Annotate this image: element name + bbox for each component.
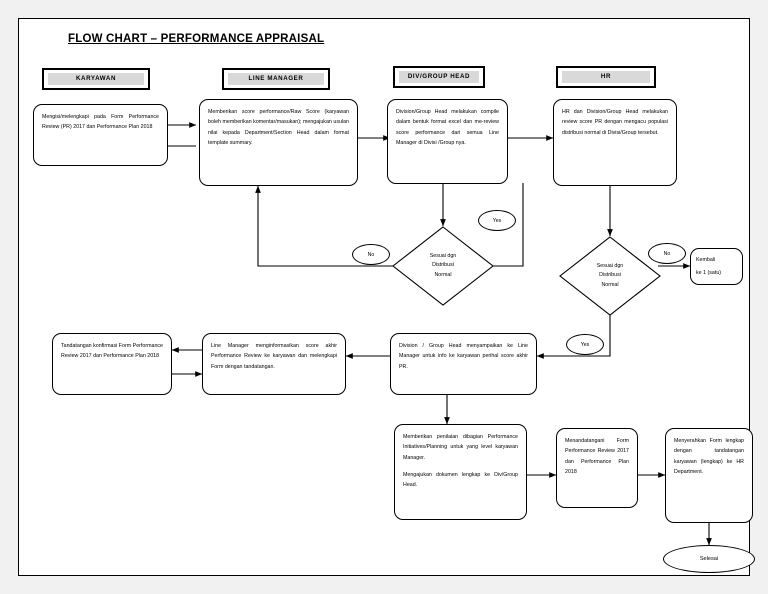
lane-label-line-manager: LINE MANAGER <box>228 73 324 85</box>
lane-header-div-group-head: DIV/GROUP HEAD <box>393 66 485 88</box>
node-text: Division/Group Head melakukan compile da… <box>396 109 499 146</box>
edge-label-text: No <box>663 250 671 257</box>
node-dgh-initiatives[interactable]: Memberikan penilaian dibagian Performanc… <box>394 424 527 520</box>
lane-label-karyawan: KARYAWAN <box>48 73 144 85</box>
node-lm-give-score[interactable]: Memberikan score performance/Raw Score (… <box>199 99 358 186</box>
decision-line-1: Sesuai dgn <box>596 263 624 270</box>
decision-line-3: Normal <box>601 281 619 288</box>
node-end[interactable]: Selesai <box>663 545 755 573</box>
node-hr-submit-form[interactable]: Menyerahkan Form lengkap dengan tandatan… <box>665 428 753 523</box>
edge-label-no-2: No <box>648 243 686 264</box>
decision-line-2: Distribusi <box>432 262 454 269</box>
edge-label-yes-2: Yes <box>566 334 604 355</box>
edge-label-text: No <box>367 251 375 258</box>
node-text-line-1: Memberikan penilaian dibagian Performanc… <box>403 434 518 461</box>
node-text: HR dan Division/Group Head melakukan rev… <box>562 109 668 136</box>
node-text: Tandatangan konfirmasi Form Performance … <box>61 343 163 360</box>
edge-label-no-1: No <box>352 244 390 265</box>
node-text-line-1: Kembali <box>696 257 716 263</box>
lane-label-hr: HR <box>561 71 651 83</box>
node-text: Menandatangani Form Performance Review 2… <box>565 438 629 475</box>
decision-line-3: Normal <box>434 271 452 278</box>
node-text: Memberikan score performance/Raw Score (… <box>208 109 349 146</box>
node-back-to-one[interactable]: Kembali ke 1 (satu) <box>690 248 743 285</box>
node-text: Mengisi/melengkapi pada Form Performance… <box>42 114 159 131</box>
node-hr-review[interactable]: HR dan Division/Group Head melakukan rev… <box>553 99 677 186</box>
page-title: FLOW CHART – PERFORMANCE APPRAISAL <box>68 33 325 45</box>
node-decision-2[interactable]: Sesuai dgn Distribusi Normal <box>559 236 661 316</box>
node-text: Line Manager menginformasikan score akhi… <box>211 343 337 370</box>
node-text-line-2: Mengajukan dokumen lengkap ke Div/Group … <box>403 471 518 489</box>
edge-label-text: Yes <box>492 217 502 224</box>
node-decision-1[interactable]: Sesuai dgn Distribusi Normal <box>392 226 494 306</box>
lane-header-line-manager: LINE MANAGER <box>222 68 330 90</box>
node-text: Menyerahkan Form lengkap dengan tandatan… <box>674 438 744 475</box>
node-hr-sign-form[interactable]: Menandatangani Form Performance Review 2… <box>556 428 638 508</box>
decision-line-2: Distribusi <box>599 272 621 279</box>
node-text-line-2: ke 1 (satu) <box>696 270 722 277</box>
node-dgh-compile[interactable]: Division/Group Head melakukan compile da… <box>387 99 508 184</box>
node-lm-inform-score[interactable]: Line Manager menginformasikan score akhi… <box>202 333 346 395</box>
lane-header-hr: HR <box>556 66 656 88</box>
node-dgh-deliver[interactable]: Division / Group Head menyampaikan ke Li… <box>390 333 537 395</box>
node-employee-sign[interactable]: Tandatangan konfirmasi Form Performance … <box>52 333 172 395</box>
node-end-label: Selesai <box>699 556 719 562</box>
lane-label-div-group-head: DIV/GROUP HEAD <box>398 71 480 83</box>
lane-header-karyawan: KARYAWAN <box>42 68 150 90</box>
edge-label-text: Yes <box>580 341 590 348</box>
edge-label-yes-1: Yes <box>478 210 516 231</box>
node-employee-fill-form[interactable]: Mengisi/melengkapi pada Form Performance… <box>33 104 168 166</box>
decision-line-1: Sesuai dgn <box>429 253 457 260</box>
node-text: Division / Group Head menyampaikan ke Li… <box>399 343 528 370</box>
